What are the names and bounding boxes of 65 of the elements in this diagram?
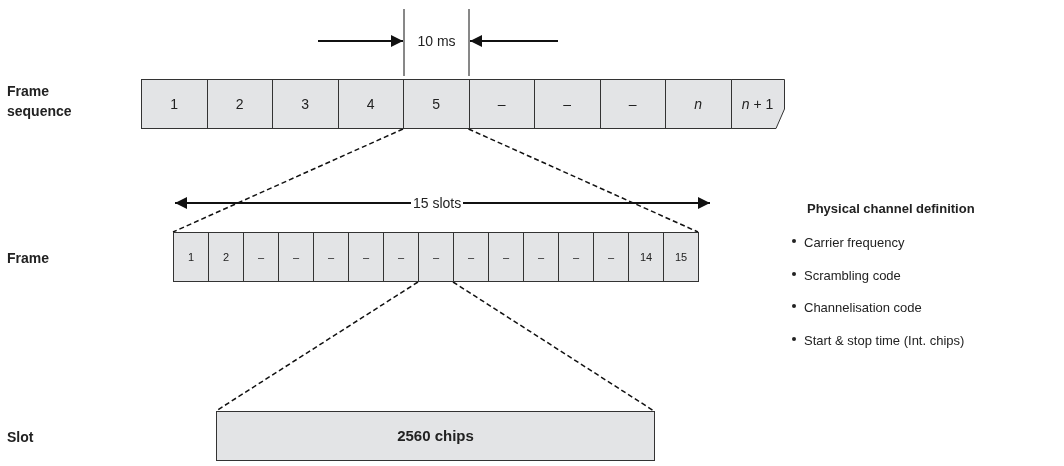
slot-cell	[663, 232, 699, 282]
cell-number: –	[628, 94, 637, 114]
cell-number: –	[572, 249, 580, 265]
cell-number: 3	[301, 94, 310, 114]
cell-number: –	[292, 249, 300, 265]
slot-cell	[383, 232, 419, 282]
frame-cell	[206, 79, 273, 129]
frame-cell	[665, 79, 732, 129]
cell-number: –	[327, 249, 335, 265]
cell-number: 15	[674, 249, 688, 265]
slot-label: 2560 chips	[397, 425, 474, 446]
frame-cell	[272, 79, 339, 129]
frame-cell	[141, 79, 208, 129]
cell-number: –	[467, 249, 475, 265]
slot-cell	[243, 232, 279, 282]
frame-cell	[599, 79, 666, 129]
slot-cell	[558, 232, 594, 282]
slot-cell	[313, 232, 349, 282]
cell-number: –	[563, 94, 572, 114]
list-item: Scrambling code	[804, 267, 901, 285]
text-label: Frame sequence	[7, 82, 73, 121]
text-label: Slot	[7, 428, 34, 447]
slot-cell	[278, 232, 314, 282]
slot-box	[216, 411, 655, 461]
cell-number: n	[694, 94, 703, 114]
dashed-zoom-line	[467, 128, 699, 233]
list-item: Start & stop time (Int. chips)	[804, 332, 965, 350]
frame-cell	[337, 79, 404, 129]
slot-cell	[348, 232, 384, 282]
cell-number: –	[257, 249, 265, 265]
slot-cell	[173, 232, 209, 282]
cell-number: 2	[235, 94, 244, 114]
slot-cell	[418, 232, 454, 282]
cell-number: 1	[187, 249, 195, 265]
cell-number: –	[497, 94, 506, 114]
cell-number: –	[607, 249, 615, 265]
cell-number: 5	[432, 94, 441, 114]
dashed-zoom-line	[172, 128, 404, 233]
slot-cell	[523, 232, 559, 282]
cell-number: –	[537, 249, 545, 265]
text-label: 10 ms	[416, 32, 457, 51]
slot-cell	[208, 232, 244, 282]
cell-number: 1	[170, 94, 179, 114]
cell-number: –	[502, 249, 510, 265]
slot-cell	[453, 232, 489, 282]
frame-cell	[730, 79, 785, 129]
dashed-zoom-line	[452, 281, 655, 412]
slot-cell	[593, 232, 629, 282]
cell-number: 4	[366, 94, 375, 114]
cell-number: n + 1	[741, 94, 774, 114]
cell-number: 2	[222, 249, 230, 265]
slot-cell	[488, 232, 524, 282]
list-item: Carrier frequency	[804, 234, 905, 252]
cell-number: –	[362, 249, 370, 265]
cell-number: –	[397, 249, 405, 265]
frame-cell	[403, 79, 470, 129]
cell-number: 14	[639, 249, 653, 265]
dashed-zoom-line	[215, 281, 419, 412]
slot-cell	[628, 232, 664, 282]
text-label: Physical channel definition	[807, 200, 975, 218]
text-label: Frame	[7, 249, 50, 268]
frame-cell	[468, 79, 535, 129]
frame-cell	[534, 79, 601, 129]
list-item: Channelisation code	[804, 299, 922, 317]
cell-number: –	[432, 249, 440, 265]
